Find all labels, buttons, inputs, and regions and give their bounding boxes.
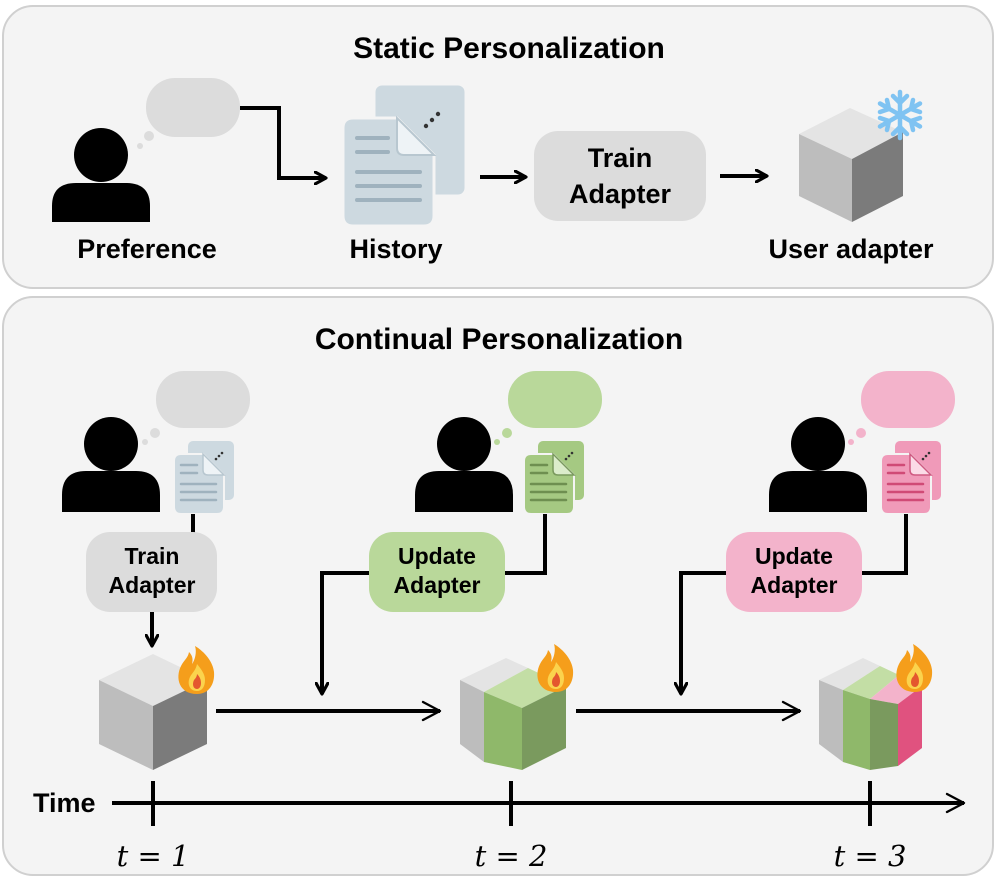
static-panel: Static Personalization Preference xyxy=(2,5,994,289)
person-icon xyxy=(62,417,160,512)
thought-bubble-icon xyxy=(848,371,955,445)
fire-icon xyxy=(896,644,933,692)
stage-1: Train Adapter xyxy=(62,371,250,770)
preference-to-history-arrow xyxy=(240,106,326,178)
stage-box-line2: Adapter xyxy=(751,572,838,598)
train-adapter-line2: Adapter xyxy=(569,179,672,209)
update-adapter-box: Update Adapter xyxy=(726,532,862,612)
update-to-flow-arrow xyxy=(681,571,726,694)
static-title: Static Personalization xyxy=(353,32,665,65)
stage-box-line2: Adapter xyxy=(109,572,196,598)
t-label-2: t = 2 xyxy=(475,839,548,873)
fire-icon xyxy=(178,646,215,694)
person-icon xyxy=(415,417,513,512)
stage-3: Update Adapter xyxy=(681,371,955,770)
update-adapter-box: Update Adapter xyxy=(369,532,505,612)
document-icon xyxy=(880,439,943,515)
document-icon xyxy=(173,439,236,515)
fire-icon xyxy=(537,644,574,692)
thought-bubble-icon xyxy=(137,78,240,149)
connector-line xyxy=(503,514,547,575)
person-icon xyxy=(769,417,867,512)
person-icon xyxy=(52,128,150,222)
train-adapter-box: Train Adapter xyxy=(86,532,217,612)
stage-box-line1: Train xyxy=(125,543,180,569)
t-label-3: t = 3 xyxy=(834,839,907,873)
stage-2: Update Adapter xyxy=(322,371,602,770)
train-adapter-line1: Train xyxy=(588,143,653,173)
continual-title: Continual Personalization xyxy=(315,323,683,356)
continual-panel: Continual Personalization xyxy=(2,296,994,876)
stage-box-line2: Adapter xyxy=(394,572,481,598)
update-to-flow-arrow xyxy=(322,571,369,694)
train-adapter-box: Train Adapter xyxy=(534,131,706,221)
snowflake-icon xyxy=(877,89,923,141)
stage-box-line1: Update xyxy=(755,543,833,569)
t-label-1: t = 1 xyxy=(117,839,190,873)
thought-bubble-icon xyxy=(142,371,250,445)
document-icon xyxy=(523,439,586,515)
thought-bubble-icon xyxy=(494,371,602,445)
connector-line xyxy=(862,514,908,575)
adapter-cube-t1 xyxy=(99,654,207,770)
stage-box-line1: Update xyxy=(398,543,476,569)
user-adapter-cube xyxy=(799,108,903,222)
adapter-cube-t3 xyxy=(819,658,922,770)
history-documents-icon xyxy=(341,82,468,228)
time-label: Time xyxy=(33,788,96,818)
adapter-cube-t2 xyxy=(460,658,566,770)
user-adapter-label: User adapter xyxy=(768,234,934,264)
preference-label: Preference xyxy=(77,234,217,264)
history-label: History xyxy=(349,234,442,264)
